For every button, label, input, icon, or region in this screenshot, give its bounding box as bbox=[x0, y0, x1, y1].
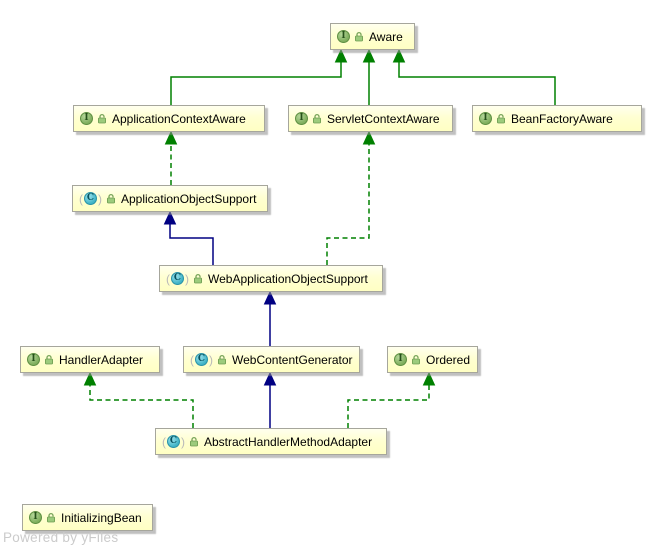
edge-application-context-aware-to-aware[interactable] bbox=[170, 48, 348, 105]
lock-icon bbox=[217, 354, 226, 365]
class-paren-left: ( bbox=[166, 271, 170, 286]
node-label: BeanFactoryAware bbox=[511, 111, 613, 126]
node-bean-factory-aware[interactable]: ( I ) BeanFactoryAware bbox=[472, 105, 642, 132]
class-icon: C bbox=[167, 435, 180, 448]
node-label: InitializingBean bbox=[61, 510, 142, 525]
lock-icon bbox=[312, 113, 321, 124]
lock-icon bbox=[193, 273, 202, 284]
interface-icon: I bbox=[337, 30, 350, 43]
interface-icon: I bbox=[479, 112, 492, 125]
node-application-object-support[interactable]: ( C ) ApplicationObjectSupport bbox=[72, 185, 268, 212]
edge-abstract-handler-method-adapter-to-handler-adapter[interactable] bbox=[83, 371, 194, 428]
class-icon: C bbox=[195, 353, 208, 366]
node-label: WebApplicationObjectSupport bbox=[208, 271, 368, 286]
edge-servlet-context-aware-to-aware[interactable] bbox=[362, 48, 376, 105]
node-label: Aware bbox=[369, 29, 403, 44]
edge-abstract-handler-method-adapter-to-ordered[interactable] bbox=[347, 371, 436, 428]
node-label: WebContentGenerator bbox=[232, 352, 353, 367]
node-label: ApplicationContextAware bbox=[112, 111, 246, 126]
lock-icon bbox=[97, 113, 106, 124]
class-paren-right: ) bbox=[181, 434, 185, 449]
yfiles-watermark: Powered by yFiles bbox=[3, 530, 119, 545]
class-paren-right: ) bbox=[209, 352, 213, 367]
class-paren-left: ( bbox=[190, 352, 194, 367]
node-servlet-context-aware[interactable]: ( I ) ServletContextAware bbox=[288, 105, 453, 132]
node-initializing-bean[interactable]: ( I ) InitializingBean bbox=[22, 504, 153, 531]
node-aware[interactable]: ( I ) Aware bbox=[330, 23, 415, 50]
class-icon: C bbox=[84, 192, 97, 205]
edge-web-application-object-support-to-application-object-support[interactable] bbox=[163, 210, 214, 265]
node-label: AbstractHandlerMethodAdapter bbox=[204, 434, 373, 449]
lock-icon bbox=[496, 113, 505, 124]
node-application-context-aware[interactable]: ( I ) ApplicationContextAware bbox=[73, 105, 265, 132]
edge-web-content-generator-to-web-application-object-support[interactable] bbox=[263, 290, 277, 346]
lock-icon bbox=[44, 354, 53, 365]
class-paren-left: ( bbox=[162, 434, 166, 449]
class-paren-right: ) bbox=[98, 191, 102, 206]
interface-icon: I bbox=[394, 353, 407, 366]
node-ordered[interactable]: ( I ) Ordered bbox=[387, 346, 478, 373]
lock-icon bbox=[189, 436, 198, 447]
lock-icon bbox=[106, 193, 115, 204]
edge-abstract-handler-method-adapter-to-web-content-generator[interactable] bbox=[263, 371, 277, 428]
interface-icon: I bbox=[27, 353, 40, 366]
edge-application-object-support-to-application-context-aware[interactable] bbox=[164, 130, 178, 185]
lock-icon bbox=[354, 31, 363, 42]
class-paren-right: ) bbox=[185, 271, 189, 286]
class-paren-left: ( bbox=[79, 191, 83, 206]
edge-web-application-object-support-to-servlet-context-aware[interactable] bbox=[326, 130, 376, 265]
interface-icon: I bbox=[80, 112, 93, 125]
node-handler-adapter[interactable]: ( I ) HandlerAdapter bbox=[20, 346, 160, 373]
edge-bean-factory-aware-to-aware[interactable] bbox=[392, 48, 556, 105]
node-label: ServletContextAware bbox=[327, 111, 440, 126]
node-web-content-generator[interactable]: ( C ) WebContentGenerator bbox=[183, 346, 360, 373]
interface-icon: I bbox=[29, 511, 42, 524]
node-abstract-handler-method-adapter[interactable]: ( C ) AbstractHandlerMethodAdapter bbox=[155, 428, 387, 455]
class-icon: C bbox=[171, 272, 184, 285]
node-label: HandlerAdapter bbox=[59, 352, 144, 367]
node-web-application-object-support[interactable]: ( C ) WebApplicationObjectSupport bbox=[159, 265, 383, 292]
lock-icon bbox=[46, 512, 55, 523]
lock-icon bbox=[411, 354, 420, 365]
node-label: Ordered bbox=[426, 352, 471, 367]
interface-icon: I bbox=[295, 112, 308, 125]
node-label: ApplicationObjectSupport bbox=[121, 191, 257, 206]
